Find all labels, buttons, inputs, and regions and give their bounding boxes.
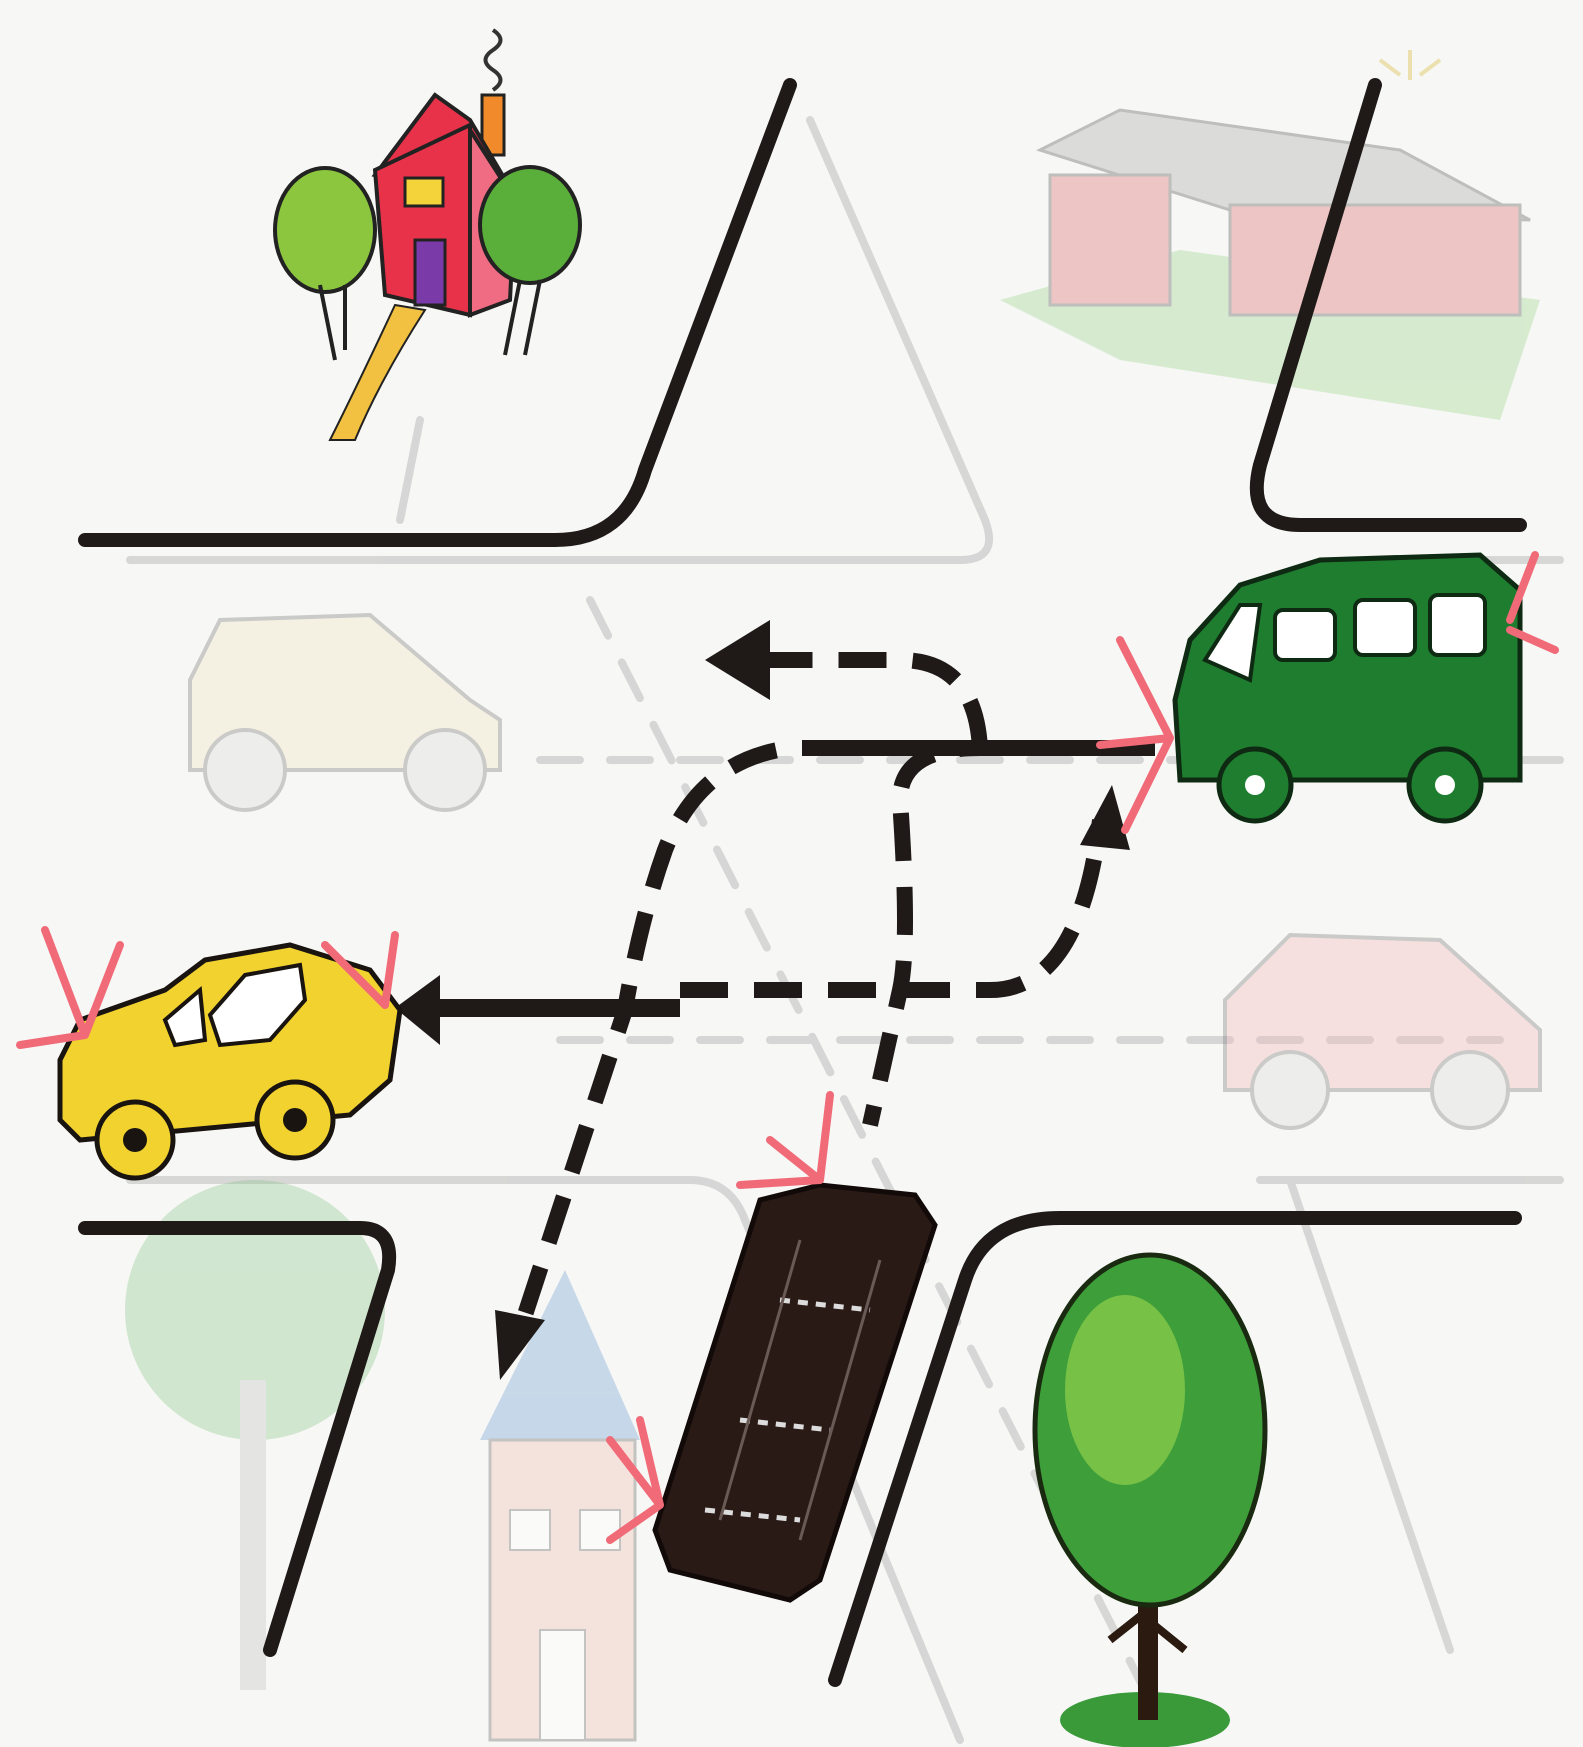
farmhouse-wall-left xyxy=(1050,175,1170,305)
farmhouse-wall-right xyxy=(1230,205,1520,315)
jeep-wheel xyxy=(405,730,485,810)
minibus-window xyxy=(1355,600,1415,655)
pale-house-window xyxy=(510,1510,550,1550)
house-door xyxy=(415,240,445,305)
minibus-window xyxy=(1430,595,1485,655)
house-window xyxy=(405,178,443,206)
red-car-wheel xyxy=(1252,1052,1328,1128)
yellow-car-wheel-hub xyxy=(283,1108,307,1132)
tree-crown-highlight xyxy=(1065,1295,1185,1485)
pale-house-window xyxy=(580,1510,620,1550)
minibus-wheel-hub xyxy=(1245,775,1265,795)
yellow-car-wheel-hub xyxy=(123,1128,147,1152)
minibus-wheel-hub xyxy=(1435,775,1455,795)
pale-house-door xyxy=(540,1630,585,1740)
tree-left xyxy=(275,168,375,292)
pale-tree-trunk xyxy=(240,1380,266,1690)
jeep-wheel xyxy=(205,730,285,810)
tree-right xyxy=(480,167,580,283)
minibus-window xyxy=(1275,610,1335,660)
red-car-wheel xyxy=(1432,1052,1508,1128)
